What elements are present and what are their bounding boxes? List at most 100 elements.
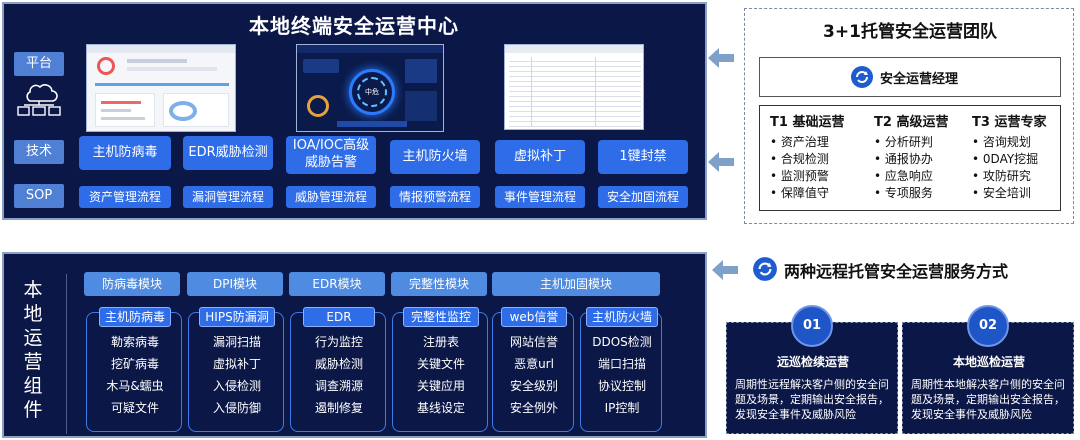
tiers-box: T1 基础运营 • 资产治理 • 合规检测 • 监测预警 • 保障值守 T2 高… bbox=[759, 105, 1061, 211]
component-hips: HIPS防漏洞 漏洞扫描 虚拟补丁 入侵检测 入侵防御 bbox=[188, 307, 284, 432]
component-item: 注册表 bbox=[422, 335, 459, 349]
row-label-platform: 平台 bbox=[14, 52, 64, 76]
tier-item: • 分析研判 bbox=[874, 135, 933, 149]
component-item: 威胁检测 bbox=[314, 357, 363, 371]
manager-label: 安全运营经理 bbox=[880, 72, 959, 87]
component-tag: 主机防火墙 bbox=[586, 307, 658, 327]
cloud-devices-icon bbox=[16, 78, 62, 118]
component-web-reputation: web信誉 网站信誉 恶意url 安全级别 安全例外 bbox=[492, 307, 574, 432]
arrow-left-icon bbox=[712, 260, 738, 284]
service-local: 02 本地巡检运营 周期性本地解决客户侧的安全问题及场景，定期输出安全报告，发现… bbox=[902, 305, 1074, 434]
component-item: 安全例外 bbox=[509, 401, 558, 415]
tech-firewall-button[interactable]: 主机防火墙 bbox=[390, 140, 480, 174]
component-item: 入侵防御 bbox=[212, 401, 261, 415]
module-antivirus: 防病毒模块 bbox=[84, 272, 180, 296]
tier-t1: T1 基础运营 • 资产治理 • 合规检测 • 监测预警 • 保障值守 bbox=[770, 114, 844, 202]
component-item: 可疑文件 bbox=[110, 401, 159, 415]
risk-badge: 中危 bbox=[365, 88, 379, 96]
sop-hardening-button[interactable]: 安全加固流程 bbox=[598, 186, 688, 208]
tier-item: • 保障值守 bbox=[770, 186, 829, 200]
component-item: 漏洞扫描 bbox=[212, 335, 261, 349]
arrow-left-icon bbox=[708, 48, 734, 72]
component-item: 端口扫描 bbox=[597, 357, 646, 371]
service-title: 远巡检续运营 bbox=[776, 355, 849, 369]
manager-box: 安全运营经理 bbox=[759, 57, 1061, 97]
module-dpi: DPI模块 bbox=[187, 272, 283, 296]
component-item: 勒索病毒 bbox=[110, 335, 159, 349]
component-host-firewall: 主机防火墙 DDOS检测 端口扫描 协议控制 IP控制 bbox=[580, 307, 662, 432]
sop-threat-button[interactable]: 威胁管理流程 bbox=[286, 186, 376, 208]
component-item: 网站信誉 bbox=[509, 335, 558, 349]
local-components-panel: 本 地 运 营 组 件 防病毒模块 DPI模块 EDR模块 完整性模块 主机加固… bbox=[2, 252, 707, 438]
component-item: 行为监控 bbox=[314, 335, 363, 349]
component-item: 虚拟补丁 bbox=[212, 357, 261, 371]
component-item: 木马&蠕虫 bbox=[106, 379, 164, 393]
soc-panel: 本地终端安全运营中心 平台 中危 bbox=[2, 2, 707, 220]
arrow-left-icon bbox=[708, 152, 734, 176]
module-integrity: 完整性模块 bbox=[391, 272, 487, 296]
component-item: 入侵检测 bbox=[212, 379, 261, 393]
row-label-sop: SOP bbox=[14, 184, 64, 208]
soc-title: 本地终端安全运营中心 bbox=[249, 14, 459, 38]
services-refresh-icon bbox=[752, 256, 778, 286]
tier-item: • 应急响应 bbox=[874, 169, 933, 183]
tier-item: • 攻防研究 bbox=[972, 169, 1031, 183]
component-item: 遏制修复 bbox=[314, 401, 363, 415]
component-antivirus: 主机防病毒 勒索病毒 挖矿病毒 木马&蠕虫 可疑文件 bbox=[86, 307, 182, 432]
service-number: 01 bbox=[791, 305, 833, 347]
component-tag: web信誉 bbox=[501, 307, 567, 327]
component-item: 安全级别 bbox=[509, 379, 558, 393]
tech-ioa-ioc-button[interactable]: IOA/IOC高级 威胁告警 bbox=[286, 136, 376, 174]
tech-virtual-patch-button[interactable]: 虚拟补丁 bbox=[495, 140, 585, 174]
tier-item: • 咨询规划 bbox=[972, 135, 1031, 149]
service-desc: 周期性远程解决客户侧的安全问题及场景，定期输出安全报告，发现安全事件及威胁风险 bbox=[735, 378, 889, 421]
tier-item: • 安全培训 bbox=[972, 186, 1031, 200]
tier-item: • 监测预警 bbox=[770, 169, 829, 183]
component-item: 恶意url bbox=[514, 357, 554, 371]
component-item: 关键文件 bbox=[416, 357, 465, 371]
service-number: 02 bbox=[967, 305, 1009, 347]
component-item: 基线设定 bbox=[416, 401, 465, 415]
sop-intel-button[interactable]: 情报预警流程 bbox=[390, 186, 480, 208]
platform-screenshot-dashboard bbox=[86, 44, 236, 132]
platform-screenshot-table bbox=[504, 44, 644, 130]
sop-vuln-button[interactable]: 漏洞管理流程 bbox=[183, 186, 273, 208]
team-title: 3+1托管安全运营团队 bbox=[823, 22, 997, 42]
tech-edr-button[interactable]: EDR威胁检测 bbox=[183, 136, 273, 170]
service-desc: 周期性本地解决客户侧的安全问题及场景，定期输出安全报告，发现安全事件及威胁风险 bbox=[911, 378, 1065, 421]
tier-heading: T1 基础运营 bbox=[770, 115, 845, 130]
component-edr: EDR 行为监控 威胁检测 调查溯源 遏制修复 bbox=[290, 307, 386, 432]
team-panel: 3+1托管安全运营团队 安全运营经理 T1 基础运营 • 资产治理 • 合规检测… bbox=[744, 8, 1074, 224]
tier-t3: T3 运营专家 • 咨询规划 • 0DAY挖掘 • 攻防研究 • 安全培训 bbox=[972, 114, 1046, 202]
tier-item: • 0DAY挖掘 bbox=[972, 152, 1039, 166]
component-integrity: 完整性监控 注册表 关键文件 关键应用 基线设定 bbox=[392, 307, 488, 432]
component-tag: 主机防病毒 bbox=[99, 307, 171, 327]
component-tag: HIPS防漏洞 bbox=[199, 307, 275, 327]
module-edr: EDR模块 bbox=[289, 272, 385, 296]
sop-incident-button[interactable]: 事件管理流程 bbox=[495, 186, 585, 208]
row-label-tech: 技术 bbox=[14, 140, 64, 164]
component-tag: 完整性监控 bbox=[403, 307, 479, 327]
tier-item: • 通报协办 bbox=[874, 152, 933, 166]
tier-heading: T3 运营专家 bbox=[972, 115, 1047, 130]
refresh-shield-icon bbox=[850, 65, 874, 93]
service-remote: 01 远巡检续运营 周期性远程解决客户侧的安全问题及场景，定期输出安全报告，发现… bbox=[726, 305, 898, 434]
module-host-hardening: 主机加固模块 bbox=[492, 272, 660, 296]
tech-antivirus-button[interactable]: 主机防病毒 bbox=[79, 136, 171, 170]
local-side-title: 本 地 运 营 组 件 bbox=[23, 279, 43, 421]
platform-screenshot-dark-dashboard: 中危 bbox=[296, 44, 444, 132]
tier-item: • 合规检测 bbox=[770, 152, 829, 166]
sop-asset-button[interactable]: 资产管理流程 bbox=[79, 186, 171, 208]
component-item: DDOS检测 bbox=[592, 335, 652, 349]
component-tag: EDR bbox=[303, 307, 375, 327]
tier-item: • 专项服务 bbox=[874, 186, 933, 200]
tier-heading: T2 高级运营 bbox=[874, 115, 949, 130]
component-item: 调查溯源 bbox=[314, 379, 363, 393]
tier-item: • 资产治理 bbox=[770, 135, 829, 149]
tier-t2: T2 高级运营 • 分析研判 • 通报协办 • 应急响应 • 专项服务 bbox=[874, 114, 948, 202]
tech-one-click-block-button[interactable]: 1键封禁 bbox=[598, 140, 688, 174]
component-item: IP控制 bbox=[604, 401, 640, 415]
services-title: 两种远程托管安全运营服务方式 bbox=[784, 262, 1009, 281]
service-title: 本地巡检运营 bbox=[952, 355, 1025, 369]
component-item: 挖矿病毒 bbox=[110, 357, 159, 371]
